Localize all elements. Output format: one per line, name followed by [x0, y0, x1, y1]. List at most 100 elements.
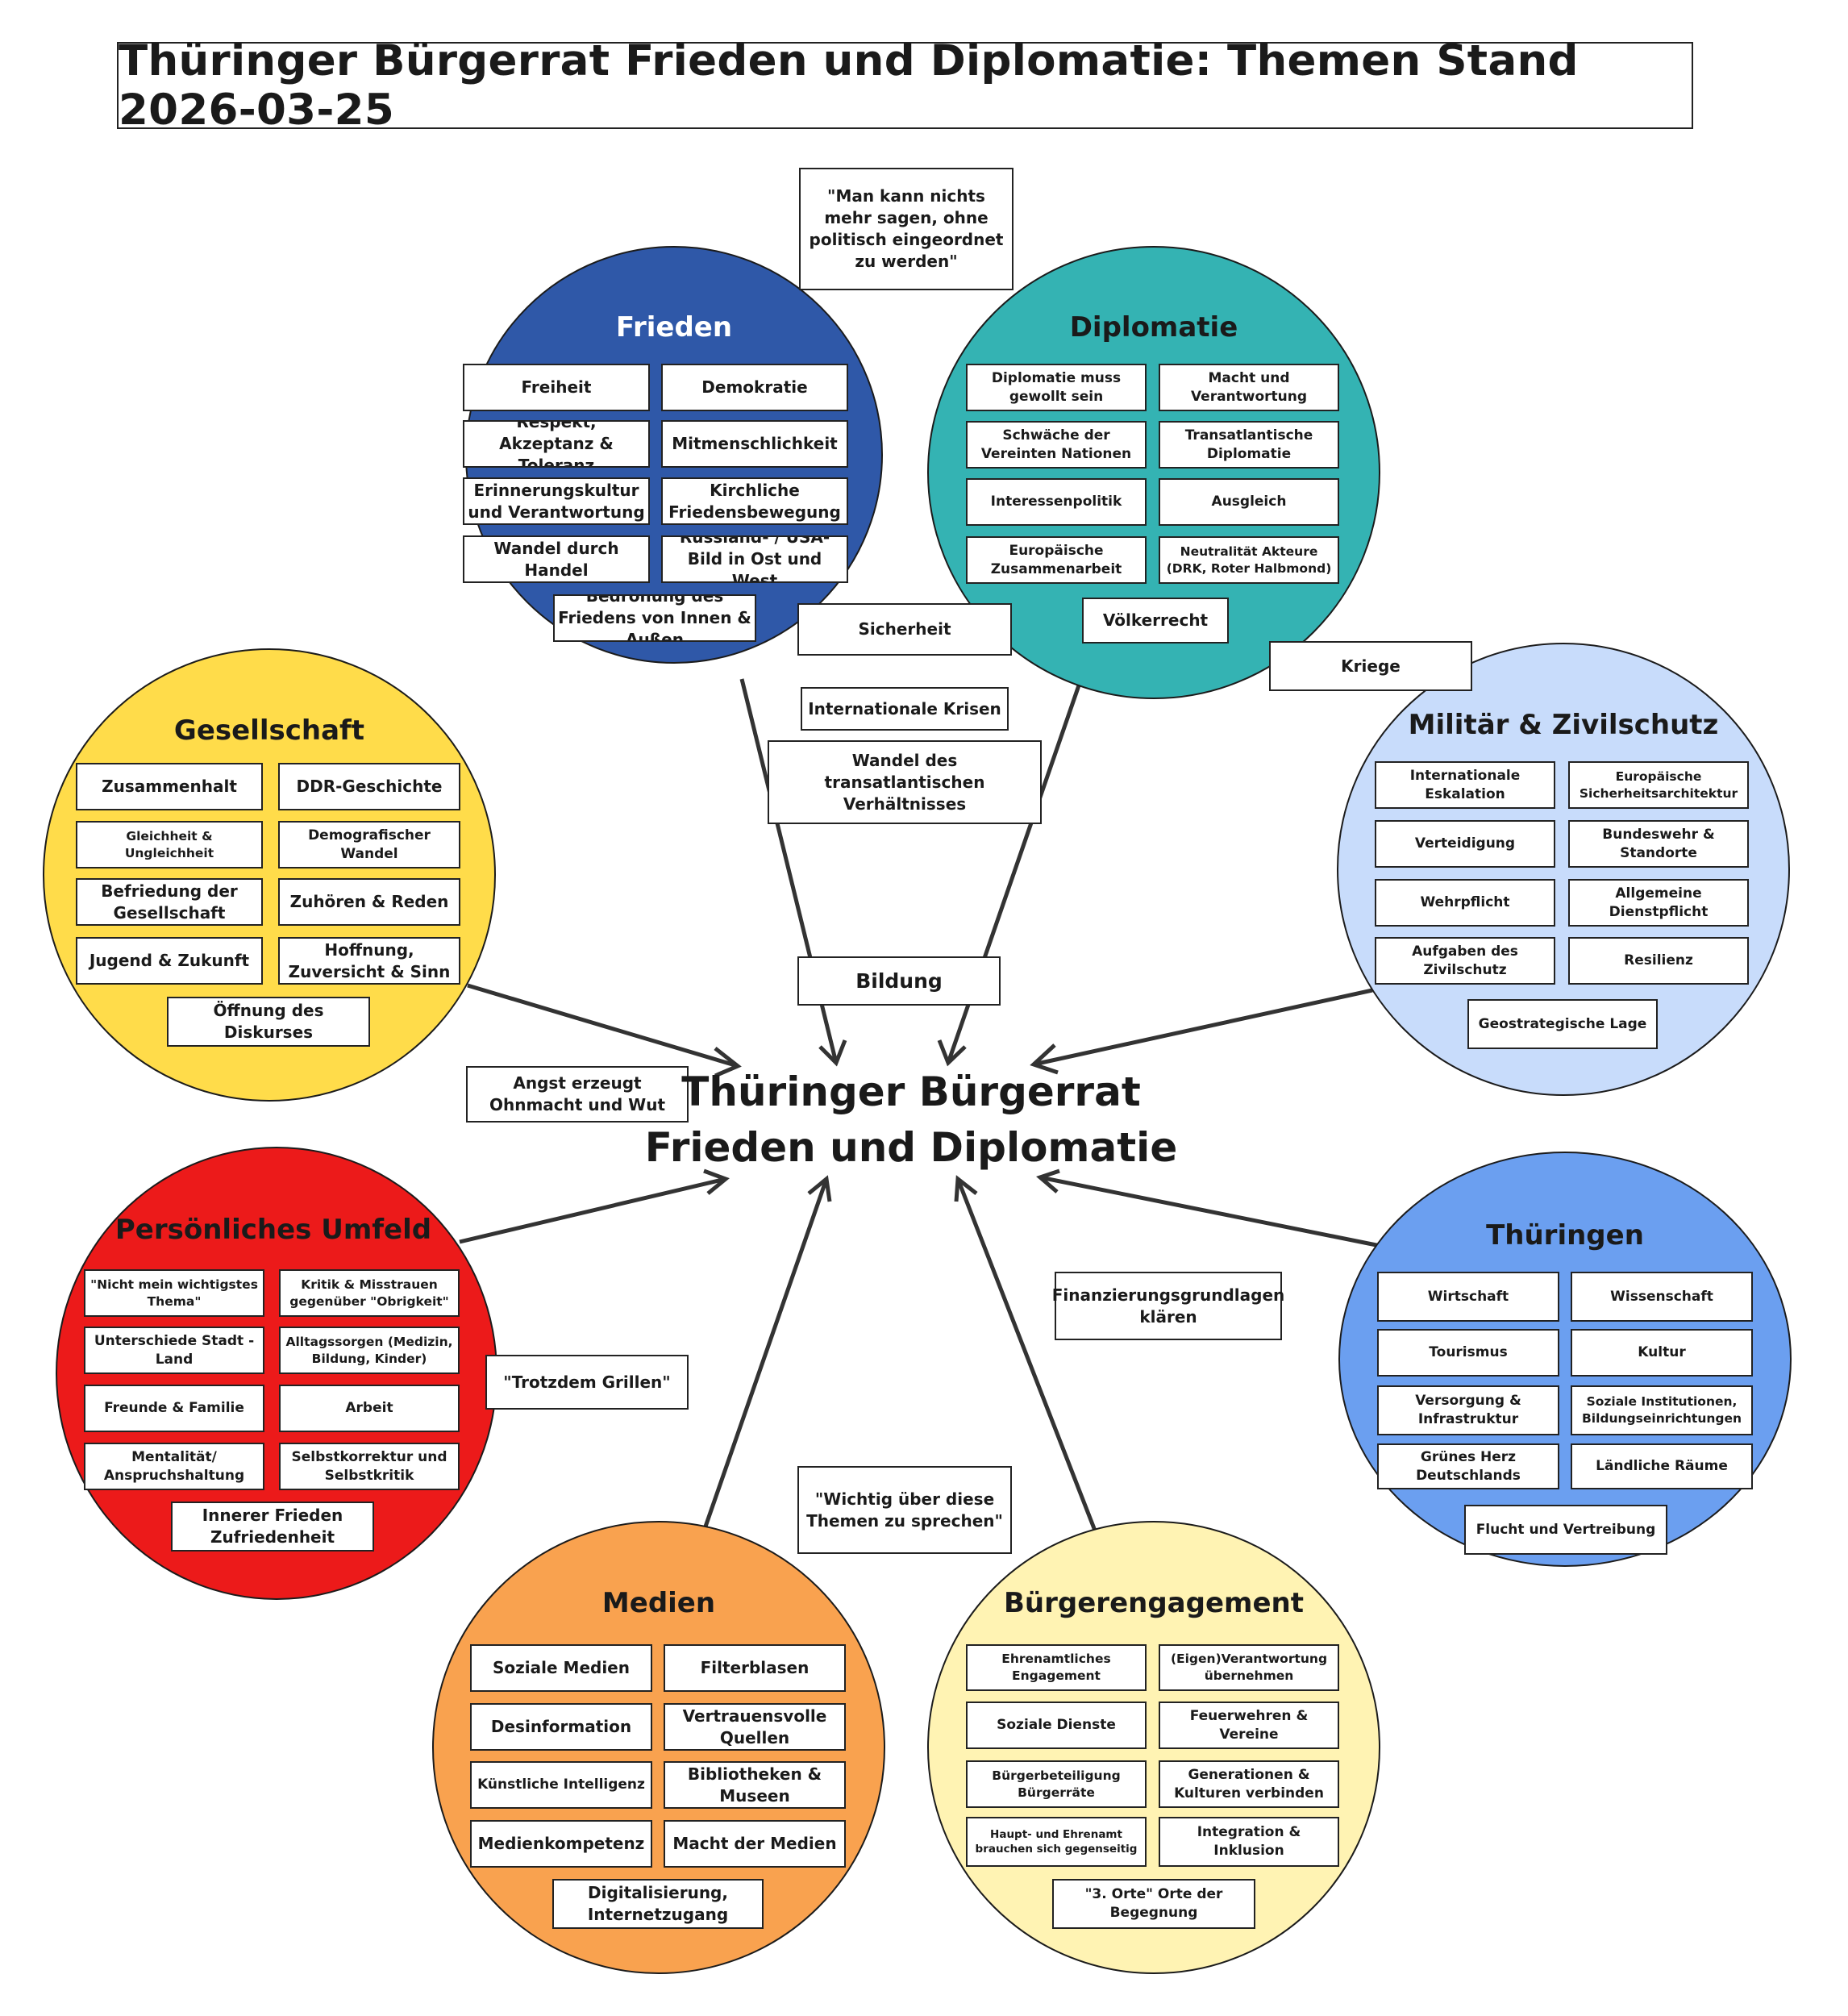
militaer-item: Bundeswehr & Standorte	[1568, 820, 1749, 868]
frieden-item: Erinnerungskultur und Verantwortung	[463, 477, 650, 525]
internationale-krisen-note: Internationale Krisen	[801, 687, 1009, 731]
frieden-item: Demokratie	[661, 364, 848, 411]
gesellschaft-item: Befriedung der Gesellschaft	[76, 878, 263, 926]
diplomatie-item: Interessenpolitik	[966, 478, 1147, 526]
arrow-engagement	[955, 1178, 1097, 1531]
engagement-item: Soziale Dienste	[966, 1702, 1147, 1749]
medien-item: Künstliche Intelligenz	[470, 1761, 652, 1809]
diplomatie-item: Schwäche der Vereinten Nationen	[966, 421, 1147, 469]
thueringen-item: Grünes Herz Deutschlands	[1377, 1443, 1559, 1489]
thueringen-item: Wirtschaft	[1377, 1272, 1559, 1322]
medien-item: Digitalisierung, Internetzugang	[552, 1879, 764, 1929]
medien-item: Medienkompetenz	[470, 1820, 652, 1868]
militaer-item: Geostrategische Lage	[1467, 999, 1658, 1049]
engagement-title: Bürgerengagement	[1004, 1587, 1304, 1619]
frieden-item: Respekt, Akzeptanz & Toleranz	[463, 420, 650, 468]
umfeld-item: Alltagssorgen (Medizin, Bildung, Kinder)	[279, 1327, 460, 1374]
engagement-item: Feuerwehren & Vereine	[1159, 1702, 1339, 1749]
diplomatie-item: Transatlantische Diplomatie	[1159, 421, 1339, 469]
umfeld-item: "Nicht mein wichtigstes Thema"	[84, 1269, 264, 1317]
grillen-note: "Trotzdem Grillen"	[485, 1355, 689, 1410]
medien-item: Desinformation	[470, 1703, 652, 1751]
umfeld-item: Kritik & Misstrauen gegenüber "Obrigkeit…	[279, 1269, 460, 1317]
diplomatie-item: Macht und Verantwortung	[1159, 364, 1339, 411]
arrow-thueringen	[1039, 1175, 1381, 1248]
kriege-note: Kriege	[1269, 641, 1472, 691]
umfeld-item: Unterschiede Stadt - Land	[84, 1327, 264, 1374]
gesellschaft-item: Öffnung des Diskurses	[167, 997, 370, 1047]
thueringen-item: Flucht und Vertreibung	[1464, 1505, 1667, 1555]
frieden-item: Freiheit	[463, 364, 650, 411]
medien-item: Bibliotheken & Museen	[664, 1761, 846, 1809]
diplomatie-item: Diplomatie muss gewollt sein	[966, 364, 1147, 411]
gesellschaft-item: Gleichheit & Ungleichheit	[76, 821, 263, 868]
umfeld-item: Freunde & Familie	[84, 1385, 264, 1432]
militaer-item: Verteidigung	[1375, 820, 1555, 868]
engagement-item: Haupt- und Ehrenamt brauchen sich gegens…	[966, 1817, 1147, 1867]
diplomatie-title: Diplomatie	[1069, 311, 1238, 344]
militaer-item: Wehrpflicht	[1375, 879, 1555, 927]
militaer-item: Aufgaben des Zivilschutz	[1375, 937, 1555, 985]
wichtig-note: "Wichtig über diese Themen zu sprechen"	[797, 1466, 1012, 1554]
medien-item: Macht der Medien	[664, 1820, 846, 1868]
gesellschaft-item: Demografischer Wandel	[278, 821, 460, 868]
militaer-item: Internationale Eskalation	[1375, 761, 1555, 809]
gesellschaft-title: Gesellschaft	[173, 714, 365, 747]
gesellschaft-item: Zusammenhalt	[76, 763, 263, 810]
medien-item: Vertrauensvolle Quellen	[664, 1703, 846, 1751]
engagement-item: Integration & Inklusion	[1159, 1817, 1339, 1867]
engagement-item: (Eigen)Verantwortung übernehmen	[1159, 1644, 1339, 1691]
umfeld-item: Mentalität/ Anspruchshaltung	[84, 1443, 264, 1490]
arrow-umfeld	[459, 1177, 726, 1244]
thueringen-item: Ländliche Räume	[1571, 1443, 1753, 1489]
medien-title: Medien	[601, 1587, 716, 1619]
diplomatie-item: Ausgleich	[1159, 478, 1339, 526]
diplomatie-item: Neutralität Akteure (DRK, Roter Halbmond…	[1159, 536, 1339, 584]
umfeld-title: Persönliches Umfeld	[114, 1214, 432, 1246]
finanzierung-note: Finanzierungsgrundlagen klären	[1052, 1272, 1284, 1340]
militaer-item: Resilienz	[1568, 937, 1749, 985]
center-title-line2: Frieden und Diplomatie	[644, 1124, 1178, 1171]
engagement-item: Bürgerbeteiligung Bürgerräte	[966, 1760, 1147, 1808]
center-title: Thüringer Bürgerrat Frieden und Diplomat…	[629, 1064, 1193, 1176]
angst-note: Angst erzeugt Ohnmacht und Wut	[466, 1066, 689, 1123]
umfeld-item: Arbeit	[279, 1385, 460, 1432]
thueringen-item: Kultur	[1571, 1329, 1753, 1377]
frieden-item: Russland- / USA-Bild in Ost und West	[661, 535, 848, 583]
umfeld-item: Selbstkorrektur und Selbstkritik	[279, 1443, 460, 1490]
quote-politisch-note: "Man kann nichts mehr sagen, ohne politi…	[799, 168, 1013, 290]
engagement-item: Generationen & Kulturen verbinden	[1159, 1760, 1339, 1808]
frieden-item: Mitmenschlichkeit	[661, 420, 848, 468]
frieden-item: Kirchliche Friedensbewegung	[661, 477, 848, 525]
thueringen-item: Versorgung & Infrastruktur	[1377, 1385, 1559, 1435]
umfeld-item: Innerer Frieden Zufriedenheit	[171, 1502, 374, 1552]
gesellschaft-item: DDR-Geschichte	[278, 763, 460, 810]
frieden-item: Wandel durch Handel	[463, 535, 650, 583]
thueringen-item: Soziale Institutionen, Bildungseinrichtu…	[1571, 1385, 1753, 1435]
thueringen-title: Thüringen	[1486, 1219, 1644, 1252]
militaer-title: Militär & Zivilschutz	[1408, 709, 1719, 741]
engagement-item: "3. Orte" Orte der Begegnung	[1052, 1879, 1255, 1929]
arrow-medien	[703, 1178, 829, 1527]
thueringen-item: Wissenschaft	[1571, 1272, 1753, 1322]
frieden-title: Frieden	[615, 311, 733, 344]
gesellschaft-item: Zuhören & Reden	[278, 878, 460, 926]
thueringen-item: Tourismus	[1377, 1329, 1559, 1377]
engagement-item: Ehrenamtliches Engagement	[966, 1644, 1147, 1691]
arrow-gesellschaft	[467, 983, 739, 1068]
sicherheit-note: Sicherheit	[797, 603, 1012, 656]
page-title: Thüringer Bürgerrat Frieden und Diplomat…	[117, 36, 1693, 135]
militaer-item: Allgemeine Dienstpflicht	[1568, 879, 1749, 927]
bildung-note: Bildung	[797, 956, 1001, 1006]
militaer-item: Europäische Sicherheitsarchitektur	[1568, 761, 1749, 809]
arrow-militaer	[1033, 988, 1373, 1067]
gesellschaft-item: Hoffnung, Zuversicht & Sinn	[278, 937, 460, 985]
wandel-transatlantisch-note: Wandel des transatlantischen Verhältniss…	[768, 740, 1042, 824]
diplomatie-item: Europäische Zusammenarbeit	[966, 536, 1147, 584]
center-title-line1: Thüringer Bürgerrat	[681, 1068, 1141, 1115]
gesellschaft-item: Jugend & Zukunft	[76, 937, 263, 985]
diplomatie-item: Völkerrecht	[1082, 598, 1229, 644]
medien-item: Filterblasen	[664, 1644, 846, 1692]
medien-item: Soziale Medien	[470, 1644, 652, 1692]
